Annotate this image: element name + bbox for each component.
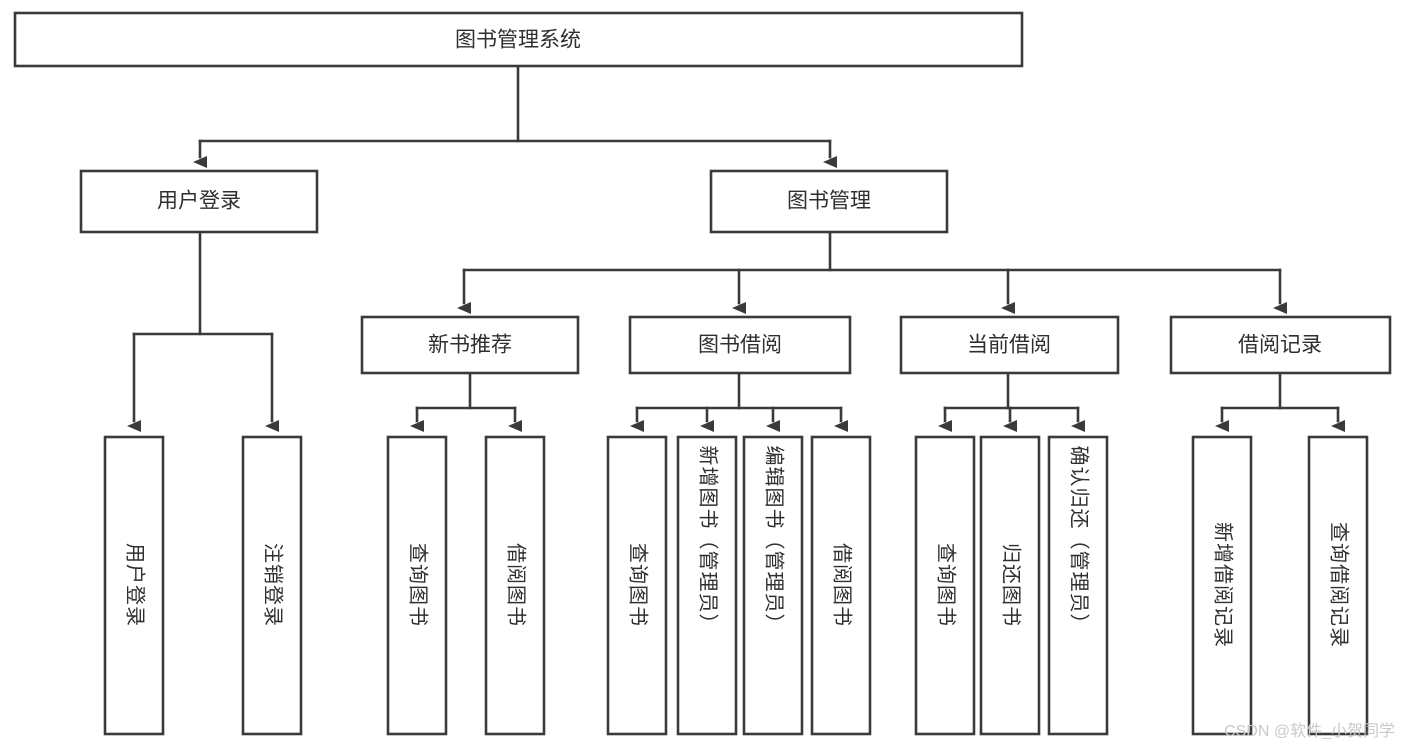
- node-leaf-query-book-rec-box[interactable]: [386, 435, 448, 736]
- node-leaf-query-book-rec[interactable]: 查询图书: [386, 435, 448, 736]
- node-leaf-user-login-box[interactable]: [103, 435, 165, 736]
- node-leaf-borrow-book[interactable]: 借阅图书: [810, 435, 872, 736]
- node-leaf-user-logout[interactable]: 注销登录: [241, 435, 303, 736]
- node-leaf-confirm-return-admin-label: 确认归还（管理员）: [1068, 446, 1091, 635]
- node-book-manage-label: 图书管理: [787, 190, 871, 213]
- node-leaf-query-book-rec-label: 查询图书: [407, 543, 430, 627]
- node-leaf-borrow-book-rec[interactable]: 借阅图书: [484, 435, 546, 736]
- edge-group-user-login: [127, 230, 279, 432]
- node-book-borrow-box[interactable]: [628, 315, 852, 375]
- node-user-login[interactable]: 用户登录: [79, 169, 319, 234]
- node-borrow-record-label: 借阅记录: [1238, 334, 1322, 357]
- node-borrow-record-box[interactable]: [1169, 315, 1392, 375]
- node-leaf-query-book-current[interactable]: 查询图书: [914, 435, 976, 736]
- node-leaf-query-book-current-box[interactable]: [914, 435, 976, 736]
- node-book-manage-box[interactable]: [709, 169, 949, 234]
- edge-group-new-book-recommend: [410, 371, 522, 432]
- node-leaf-return-book[interactable]: 归还图书: [979, 435, 1041, 736]
- node-leaf-return-book-label: 归还图书: [1000, 543, 1023, 627]
- node-leaf-add-borrow-record-label: 新增借阅记录: [1212, 522, 1235, 648]
- node-leaf-add-borrow-record[interactable]: 新增借阅记录: [1191, 435, 1253, 736]
- node-leaf-query-borrow-record-box[interactable]: [1307, 435, 1369, 736]
- node-leaf-query-borrow-record[interactable]: 查询借阅记录: [1307, 435, 1369, 736]
- node-book-manage[interactable]: 图书管理: [709, 169, 949, 234]
- edge-group-book-manage: [457, 230, 1287, 314]
- node-book-borrow[interactable]: 图书借阅: [628, 315, 852, 375]
- edge-group-book-borrow: [630, 371, 848, 432]
- node-borrow-record[interactable]: 借阅记录: [1169, 315, 1392, 375]
- node-current-borrow-label: 当前借阅: [967, 334, 1051, 357]
- node-leaf-return-book-box[interactable]: [979, 435, 1041, 736]
- node-book-borrow-label: 图书借阅: [698, 334, 782, 357]
- node-user-login-box[interactable]: [79, 169, 319, 234]
- node-leaf-edit-book-admin[interactable]: 编辑图书（管理员）: [742, 435, 804, 736]
- node-leaf-query-book-borrow-label: 查询图书: [627, 543, 650, 627]
- node-leaf-query-book-borrow[interactable]: 查询图书: [606, 435, 668, 736]
- node-root-label: 图书管理系统: [455, 29, 581, 52]
- node-leaf-query-book-current-label: 查询图书: [935, 543, 958, 627]
- node-leaf-borrow-book-rec-label: 借阅图书: [505, 543, 528, 627]
- node-leaf-confirm-return-admin-box[interactable]: [1047, 435, 1109, 736]
- edge-group-borrow-record: [1215, 371, 1345, 432]
- node-leaf-user-login-label: 用户登录: [124, 543, 147, 627]
- node-leaf-user-logout-box[interactable]: [241, 435, 303, 736]
- node-leaf-edit-book-admin-box[interactable]: [742, 435, 804, 736]
- node-leaf-borrow-book-box[interactable]: [810, 435, 872, 736]
- node-leaf-add-book-admin[interactable]: 新增图书（管理员）: [676, 435, 738, 736]
- node-current-borrow-box[interactable]: [899, 315, 1120, 375]
- node-user-login-label: 用户登录: [157, 190, 241, 213]
- node-leaf-add-book-admin-label: 新增图书（管理员）: [697, 446, 720, 635]
- node-leaf-query-book-borrow-box[interactable]: [606, 435, 668, 736]
- edge-group-current-borrow: [938, 371, 1085, 432]
- node-new-book-recommend-box[interactable]: [360, 315, 580, 375]
- node-leaf-edit-book-admin-label: 编辑图书（管理员）: [763, 446, 786, 635]
- node-leaf-borrow-book-rec-box[interactable]: [484, 435, 546, 736]
- csdn-watermark: CSDN @软件_小贺同学: [1224, 723, 1395, 740]
- node-leaf-user-logout-label: 注销登录: [262, 543, 285, 627]
- node-new-book-recommend-label: 新书推荐: [428, 334, 512, 357]
- node-leaf-query-borrow-record-label: 查询借阅记录: [1328, 522, 1351, 648]
- node-leaf-user-login[interactable]: 用户登录: [103, 435, 165, 736]
- node-new-book-recommend[interactable]: 新书推荐: [360, 315, 580, 375]
- node-leaf-add-book-admin-box[interactable]: [676, 435, 738, 736]
- node-current-borrow[interactable]: 当前借阅: [899, 315, 1120, 375]
- edge-group-root: [193, 64, 837, 168]
- node-root[interactable]: 图书管理系统: [13, 11, 1024, 68]
- node-leaf-borrow-book-label: 借阅图书: [831, 543, 854, 627]
- node-leaf-add-borrow-record-box[interactable]: [1191, 435, 1253, 736]
- node-root-box[interactable]: [13, 11, 1024, 68]
- node-leaf-confirm-return-admin[interactable]: 确认归还（管理员）: [1047, 435, 1109, 736]
